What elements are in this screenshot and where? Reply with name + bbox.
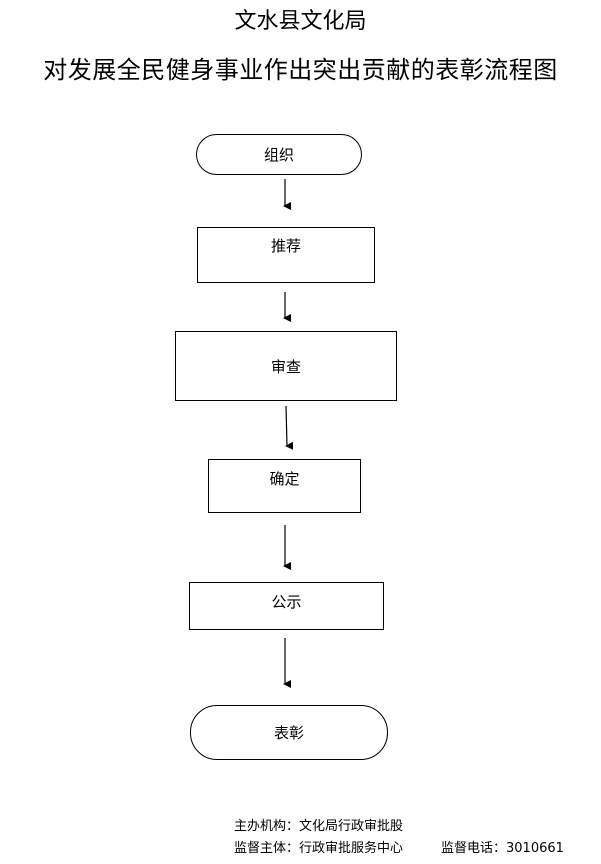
page-title: 文水县文化局 [234,9,367,34]
step-publicize: 公示 [189,582,384,630]
step-label: 公示 [271,593,302,611]
arrow-3 [285,405,294,450]
page-subtitle: 对发展全民健身事业作出突出贡献的表彰流程图 [43,56,558,84]
footer-organizer: 主办机构：文化局行政审批股 [234,819,404,834]
step-recommend: 推荐 [197,227,375,283]
step-label: 审查 [270,357,301,376]
step-review: 审查 [175,331,397,401]
step-label: 表彰 [273,724,304,742]
step-commend: 表彰 [190,705,388,760]
step-confirm: 确定 [208,459,361,513]
step-label: 推荐 [270,237,301,255]
footer-supervisor: 监督主体：行政审批服务中心 [234,841,404,856]
footer-phone: 监督电话：3010661 [441,841,564,856]
step-label: 确定 [269,470,300,488]
step-organize: 组织 [196,134,362,175]
step-label: 组织 [263,146,294,164]
